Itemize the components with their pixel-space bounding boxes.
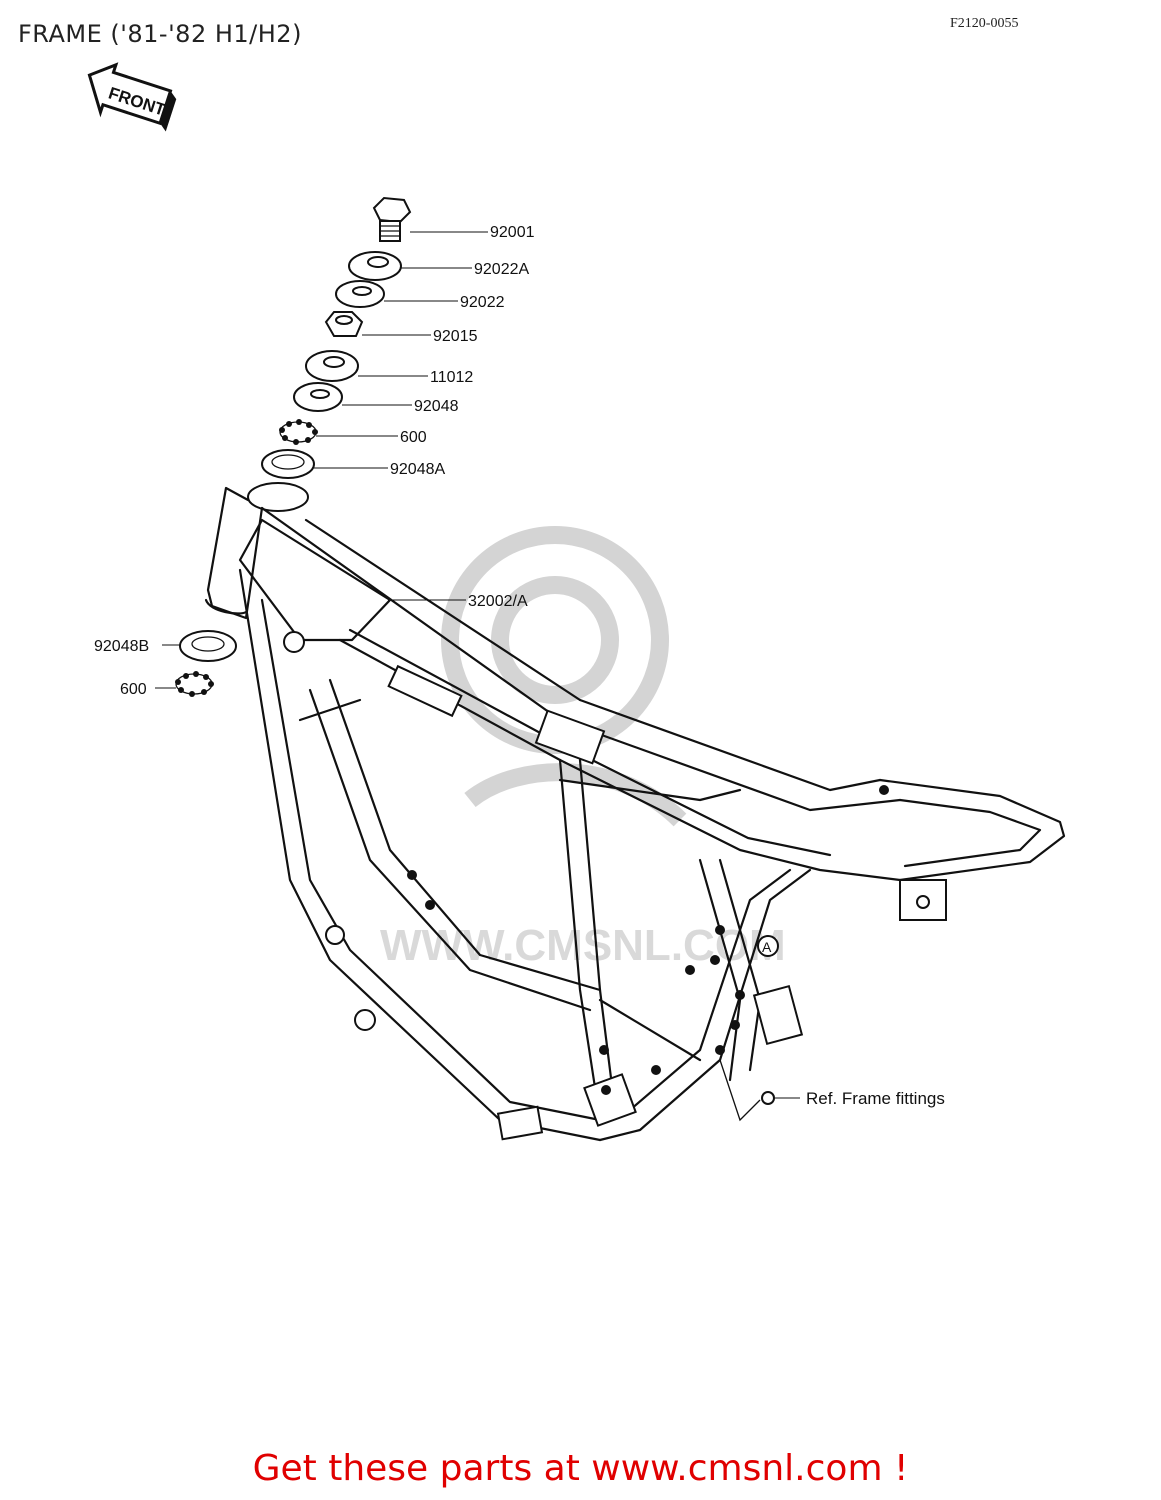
cover-11012-icon [305,350,359,382]
bearing-balls-600-icon [279,419,318,445]
leader-lines [155,231,800,1099]
part-label-32002A: 32002/A [468,593,528,610]
part-label-92022A: 92022A [474,261,529,278]
frame-fitting-icon [761,1091,775,1105]
frame-diagram: WWW.CMSNL.COM FRONT [87,62,1066,1142]
part-label-92048B: 92048B [94,638,149,655]
race-92048B-icon [179,630,237,662]
part-label-92048: 92048 [414,398,459,415]
footer-link[interactable]: Get these parts at www.cmsnl.com ! [252,1448,909,1489]
part-label-600-lower: 600 [120,681,147,698]
bolt-92001-icon [372,196,412,242]
reference-marker-a: A [762,939,772,955]
reference-note: Ref. Frame fittings [806,1089,945,1108]
race-92048A-icon [261,449,315,479]
part-label-11012: 11012 [430,369,473,386]
part-label-92015: 92015 [433,328,478,345]
nut-92015-icon [324,311,364,337]
washer-92022A-icon [348,251,402,281]
part-label-92048A: 92048A [390,461,445,478]
washer-92022-icon [335,280,385,308]
part-label-600: 600 [400,429,427,446]
page-title: FRAME ('81-'82 H1/H2) [18,20,302,48]
motorcycle-frame-icon: A [204,482,1066,1142]
diagram-code: F2120-0055 [950,16,1019,31]
part-label-92022: 92022 [460,294,505,311]
bearing-balls-600-lower-icon [175,671,214,697]
race-92048-icon [293,382,343,412]
front-arrow-icon: FRONT [87,62,177,132]
part-label-92001: 92001 [490,224,535,241]
